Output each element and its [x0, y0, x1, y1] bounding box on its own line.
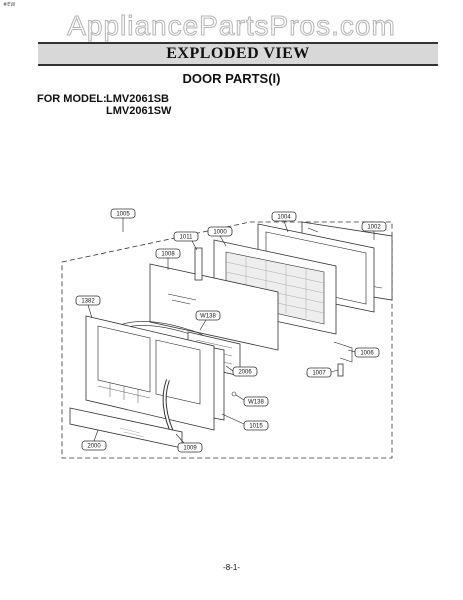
- section-banner: EXPLODED VIEW: [38, 42, 438, 66]
- callout-1382: 1382: [75, 295, 101, 319]
- callout-1006: 1006: [347, 347, 380, 358]
- callout-1000: 1000: [207, 226, 233, 247]
- callout-1015: 1015: [221, 413, 269, 431]
- part-label: 1011: [180, 235, 194, 241]
- part-1006: [333, 341, 353, 363]
- model-number: LMV2061SW: [106, 105, 172, 117]
- part-label: 2006: [238, 370, 252, 376]
- part-label: 1009: [183, 446, 197, 452]
- model-label: FOR MODEL:: [37, 93, 107, 105]
- callout-2006: 2006: [225, 365, 258, 377]
- part-label: 1004: [277, 215, 291, 221]
- part-label: 1002: [367, 225, 381, 231]
- watermark: AppliancePartsPros.com: [67, 10, 396, 42]
- callout-1005: 1005: [110, 208, 136, 232]
- page-title: DOOR PARTS(I): [182, 71, 281, 86]
- part-1011: [194, 247, 203, 281]
- callout-w138-top: W138: [195, 310, 221, 331]
- part-label: 1015: [249, 424, 263, 430]
- part-label: 1006: [360, 351, 374, 357]
- part-label: 1007: [312, 371, 326, 377]
- callout-w138-bottom: W138: [235, 394, 269, 407]
- part-label: W138: [200, 314, 216, 320]
- model-number: LMV2061SB: [106, 93, 169, 105]
- part-label: 2000: [87, 444, 101, 450]
- part-w138-screw: [231, 391, 237, 397]
- part-1007: [337, 363, 344, 377]
- part-1008: [149, 263, 279, 351]
- callout-1011: 1011: [173, 231, 199, 251]
- callout-1002: 1002: [361, 221, 387, 240]
- callout-1004: 1004: [271, 211, 297, 233]
- part-label: 1382: [81, 299, 95, 305]
- banner-title: EXPLODED VIEW: [166, 45, 310, 62]
- page-number: -8-1-: [223, 563, 240, 572]
- corner-mark: #EW: [3, 2, 16, 8]
- callout-1007: 1007: [306, 367, 339, 378]
- part-label: W138: [248, 400, 264, 406]
- callout-1008: 1008: [155, 248, 181, 270]
- callout-2000: 2000: [81, 429, 107, 451]
- part-label: 1000: [213, 230, 227, 236]
- callout-1009: 1009: [175, 433, 203, 453]
- part-label: 1005: [116, 212, 130, 218]
- part-label: 1008: [161, 252, 175, 258]
